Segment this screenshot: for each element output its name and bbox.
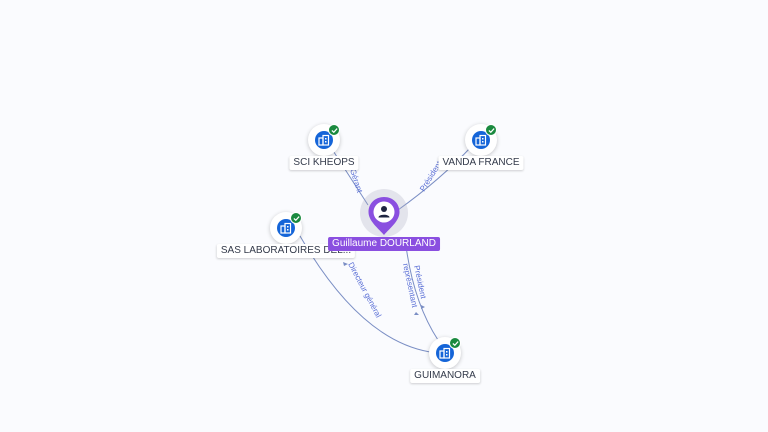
building-icon xyxy=(277,219,295,237)
company-bubble[interactable] xyxy=(308,124,340,156)
company-label[interactable]: VANDA FRANCE xyxy=(438,156,524,170)
verified-check-icon xyxy=(328,124,340,136)
company-bubble[interactable] xyxy=(465,124,497,156)
building-icon xyxy=(472,131,490,149)
person-icon[interactable] xyxy=(367,196,401,236)
edge-label-laboratoires: Directeur général xyxy=(346,261,383,320)
company-bubble[interactable] xyxy=(429,337,461,369)
arrow-head xyxy=(343,262,348,266)
edge-laboratoires-guimanora xyxy=(299,235,431,353)
company-label[interactable]: GUIMANORA xyxy=(410,369,480,383)
edge-label-sci-kheops: Gérant xyxy=(348,168,364,195)
edge-sci-kheops xyxy=(329,145,369,206)
arrow-head xyxy=(414,312,419,315)
company-label[interactable]: SCI KHEOPS xyxy=(289,156,359,170)
building-icon xyxy=(315,131,333,149)
verified-check-icon xyxy=(290,212,302,224)
edge-vanda-france xyxy=(397,145,473,211)
building-icon xyxy=(436,344,454,362)
person-label[interactable]: Guillaume DOURLAND xyxy=(328,237,440,251)
verified-check-icon xyxy=(485,124,497,136)
company-bubble[interactable] xyxy=(270,212,302,244)
arrow-head xyxy=(421,305,425,309)
company-label[interactable]: SAS LABORATOIRES DEL... xyxy=(216,244,356,258)
verified-check-icon xyxy=(449,337,461,349)
